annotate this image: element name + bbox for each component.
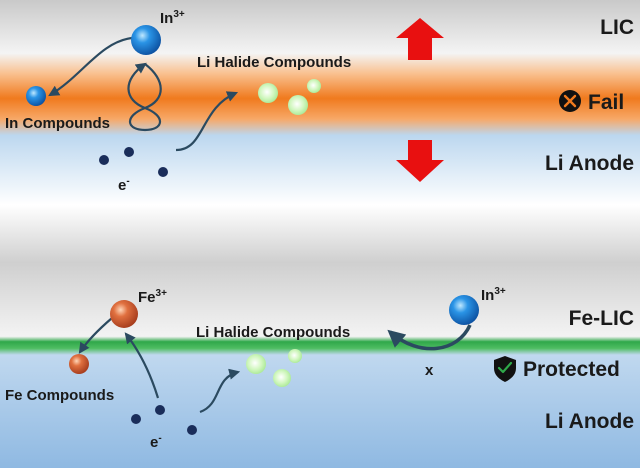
shield-check-mark-icon <box>497 361 513 374</box>
protected-status-text: Protected <box>523 358 620 381</box>
halide-particle-icon <box>258 83 278 103</box>
electron-dot-icon <box>99 155 109 165</box>
fail-x-mark-icon <box>563 94 577 108</box>
in-ion-ball-icon <box>131 25 161 55</box>
halide-particle-icon <box>288 95 308 115</box>
expansion-arrow-down-icon <box>396 140 444 182</box>
in-compound-ball-icon <box>26 86 46 106</box>
halide-particle-icon <box>307 79 321 93</box>
electron-dot-icon <box>131 414 141 424</box>
blocked-in-path-icon <box>387 324 472 351</box>
bottom-electron-transfer-arrow-icon <box>199 368 241 414</box>
top-anode-label: Li Anode <box>545 152 634 175</box>
halide-particle-icon <box>246 354 266 374</box>
bottom-in-ion-label: In3+ <box>481 286 506 304</box>
halide-particle-icon <box>288 349 302 363</box>
top-cathode-label: LIC <box>600 16 634 39</box>
bottom-in-ion-ball-icon <box>449 295 479 325</box>
reduction-arrow-icon <box>48 36 133 97</box>
electron-dot-icon <box>124 147 134 157</box>
cycle-loop-icon <box>127 62 162 132</box>
fe-regeneration-arrow-icon <box>124 332 160 399</box>
electron-dot-icon <box>158 167 168 177</box>
bottom-halide-label: Li Halide Compounds <box>196 324 350 341</box>
fail-status-text: Fail <box>588 91 624 114</box>
electron-dot-icon <box>155 405 165 415</box>
halide-particle-icon <box>273 369 291 387</box>
top-ion-label: In3+ <box>160 9 185 27</box>
fe-compound-ball-icon <box>69 354 89 374</box>
expansion-arrow-up-icon <box>396 18 444 60</box>
fe-ion-label: Fe3+ <box>138 288 167 306</box>
fe-reduction-arrow-icon <box>78 317 113 354</box>
electron-transfer-arrow-icon <box>175 91 239 152</box>
top-halide-label: Li Halide Compounds <box>197 54 351 71</box>
top-layer-background <box>0 0 640 205</box>
fe-ion-ball-icon <box>110 300 138 328</box>
bottom-layer-background <box>0 205 640 468</box>
bottom-cathode-label: Fe-LIC <box>569 307 634 330</box>
top-decomposition-label: In Compounds <box>5 115 110 132</box>
blocked-mark: x <box>425 362 434 379</box>
bottom-electron-label: e- <box>150 433 162 451</box>
top-electron-label: e- <box>118 176 130 194</box>
electron-dot-icon <box>187 425 197 435</box>
fe-decomposition-label: Fe Compounds <box>5 387 114 404</box>
bottom-anode-label: Li Anode <box>545 410 634 433</box>
